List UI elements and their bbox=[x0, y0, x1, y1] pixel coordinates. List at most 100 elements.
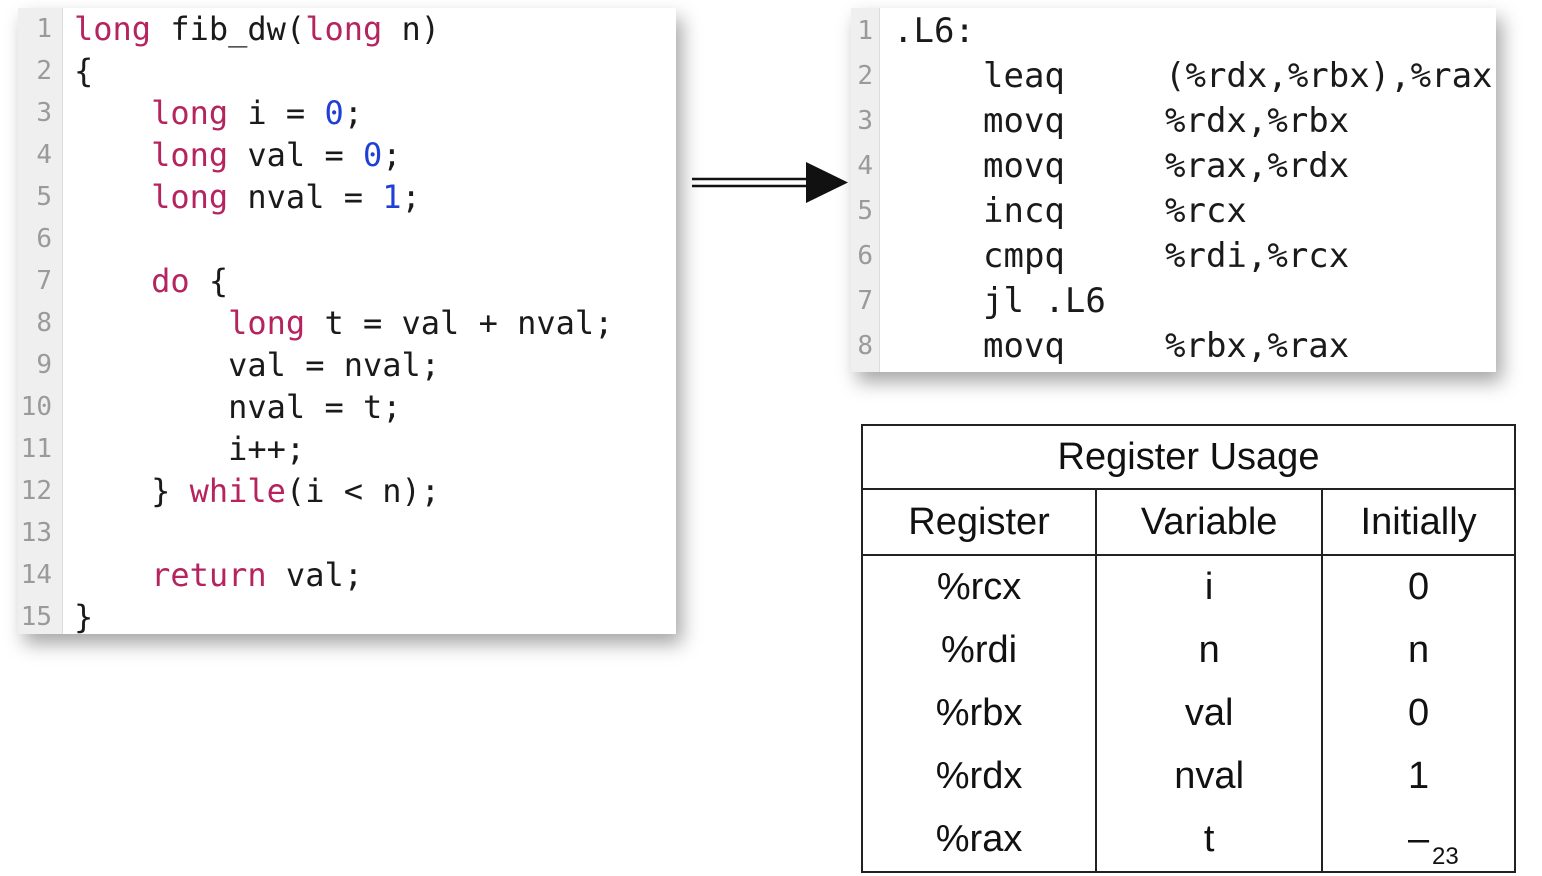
code-token: nval = bbox=[228, 178, 383, 216]
header-variable: Variable bbox=[1096, 489, 1324, 556]
code-token: val = nval; bbox=[74, 346, 441, 384]
code-token: { bbox=[189, 262, 229, 300]
header-initially: Initially bbox=[1322, 489, 1515, 556]
code-line: 8 long t = val + nval; bbox=[18, 302, 676, 344]
asm-operands: %rax,%rdx bbox=[1165, 146, 1350, 186]
code-token: } bbox=[74, 598, 94, 636]
code-token: (i < n); bbox=[285, 472, 441, 510]
code-text: nval = t; bbox=[74, 386, 401, 428]
table-row: %rax t – bbox=[862, 808, 1515, 872]
code-text: long nval = 1; bbox=[74, 176, 421, 218]
code-text: { bbox=[74, 50, 93, 92]
header-register: Register bbox=[862, 489, 1098, 556]
line-number: 7 bbox=[857, 286, 873, 316]
line-number: 6 bbox=[857, 241, 873, 271]
cell-variable: val bbox=[1096, 682, 1324, 745]
asm-opcode: cmpq bbox=[983, 236, 1065, 276]
code-line: 6 bbox=[18, 218, 676, 260]
code-line: 9 val = nval; bbox=[18, 344, 676, 386]
line-number: 8 bbox=[36, 308, 52, 338]
line-number: 3 bbox=[36, 98, 52, 128]
line-number: 8 bbox=[857, 331, 873, 361]
keyword-token: do bbox=[151, 262, 190, 300]
cell-register: %rbx bbox=[862, 682, 1098, 745]
code-token: i++; bbox=[74, 430, 306, 468]
asm-operands: (%rdx,%rbx),%rax bbox=[1165, 56, 1493, 96]
asm-line: 7 jl .L6 bbox=[851, 279, 1496, 324]
line-number: 15 bbox=[20, 602, 52, 632]
line-number: 6 bbox=[36, 224, 52, 254]
code-line: 14 return val; bbox=[18, 554, 676, 596]
code-token: val = bbox=[228, 136, 363, 174]
line-number: 7 bbox=[36, 266, 52, 296]
code-token: n) bbox=[382, 10, 441, 48]
cell-register: %rdi bbox=[862, 619, 1098, 682]
line-number: 10 bbox=[20, 392, 52, 422]
line-number: 9 bbox=[36, 350, 52, 380]
code-line: 1 long fib_dw(long n) bbox=[18, 8, 676, 50]
number-token: 0 bbox=[362, 136, 383, 174]
cell-register: %rcx bbox=[862, 555, 1098, 619]
code-text: i++; bbox=[74, 428, 305, 470]
code-line: 13 bbox=[18, 512, 676, 554]
code-text: } bbox=[74, 596, 93, 638]
asm-line: 1 .L6: bbox=[851, 9, 1496, 54]
code-token: ; bbox=[382, 136, 402, 174]
code-text: do { bbox=[74, 260, 228, 302]
code-line: 2{ bbox=[18, 50, 676, 92]
asm-opcode: jl .L6 bbox=[983, 281, 1106, 321]
line-number: 12 bbox=[20, 476, 52, 506]
cell-variable: i bbox=[1096, 555, 1324, 619]
code-token: { bbox=[74, 52, 94, 90]
c-line-number-gutter bbox=[18, 8, 63, 634]
cell-variable: n bbox=[1096, 619, 1324, 682]
code-line: 15} bbox=[18, 596, 676, 638]
code-token: fib_dw( bbox=[151, 10, 306, 48]
code-line: 3 long i = 0; bbox=[18, 92, 676, 134]
asm-opcode: movq bbox=[983, 326, 1065, 366]
keyword-token: long bbox=[151, 94, 229, 132]
asm-label: .L6: bbox=[893, 11, 975, 51]
keyword-token: long bbox=[151, 178, 229, 216]
line-number: 14 bbox=[20, 560, 52, 590]
keyword-token: long bbox=[305, 10, 383, 48]
cell-initially: 1 bbox=[1408, 755, 1430, 797]
keyword-token: long bbox=[228, 304, 306, 342]
line-number: 2 bbox=[36, 56, 52, 86]
line-number: 13 bbox=[20, 518, 52, 548]
cell-variable: t bbox=[1096, 808, 1324, 872]
code-line: 7 do { bbox=[18, 260, 676, 302]
cell-initially: – bbox=[1408, 818, 1430, 860]
code-token: } bbox=[74, 472, 190, 510]
asm-opcode: incq bbox=[983, 191, 1065, 231]
code-text: long t = val + nval; bbox=[74, 302, 613, 344]
line-number: 3 bbox=[857, 106, 873, 136]
asm-line-number-gutter bbox=[851, 8, 880, 372]
asm-opcode: leaq bbox=[983, 56, 1065, 96]
table-title: Register Usage bbox=[862, 425, 1515, 490]
code-line: 11 i++; bbox=[18, 428, 676, 470]
keyword-token: long bbox=[151, 136, 229, 174]
table-row: %rdi n n bbox=[862, 619, 1515, 682]
keyword-token: long bbox=[74, 10, 152, 48]
code-token bbox=[74, 178, 151, 216]
code-text: long fib_dw(long n) bbox=[74, 8, 440, 50]
line-number: 1 bbox=[36, 14, 52, 44]
code-token: val; bbox=[266, 556, 363, 594]
asm-opcode: movq bbox=[983, 101, 1065, 141]
code-text: long val = 0; bbox=[74, 134, 402, 176]
code-line: 5 long nval = 1; bbox=[18, 176, 676, 218]
asm-operands: %rbx,%rax bbox=[1165, 326, 1350, 366]
cell-register: %rdx bbox=[862, 745, 1098, 808]
line-number: 1 bbox=[857, 16, 873, 46]
code-token bbox=[74, 304, 228, 342]
code-token: ; bbox=[401, 178, 421, 216]
line-number: 2 bbox=[857, 61, 873, 91]
code-line: 12 } while(i < n); bbox=[18, 470, 676, 512]
asm-line: 2 leaq (%rdx,%rbx),%rax bbox=[851, 54, 1496, 99]
